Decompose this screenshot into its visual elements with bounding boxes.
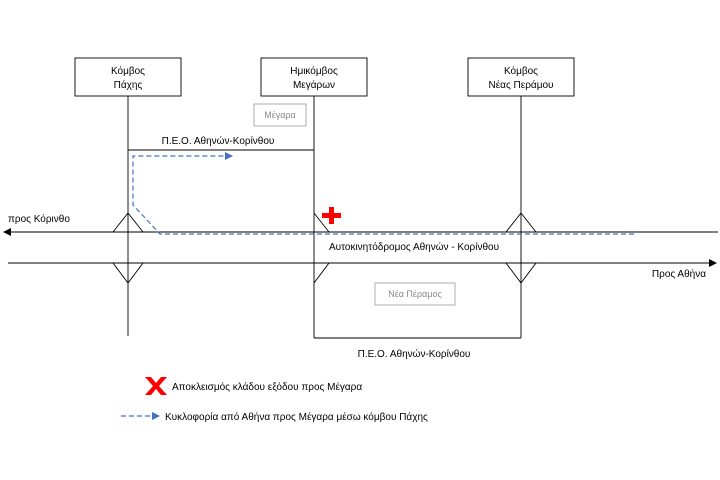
peo-top-label: Π.Ε.Ο. Αθηνών-Κορίνθου bbox=[162, 135, 275, 147]
ramps-megara bbox=[313, 212, 330, 284]
peo-bottom-label: Π.Ε.Ο. Αθηνών-Κορίνθου bbox=[358, 348, 471, 360]
legend-closure: Αποκλεισμός κλάδου εξόδου προς Μέγαρα bbox=[145, 377, 362, 395]
red-cross-icon bbox=[145, 377, 167, 395]
detour-route bbox=[132, 152, 634, 235]
closure-mark-icon bbox=[322, 207, 341, 224]
direction-to-corinth: προς Κόρινθο bbox=[8, 213, 70, 225]
legend-detour: Κυκλοφορία από Αθήνα προς Μέγαρα μέσω κό… bbox=[121, 411, 428, 423]
legend-detour-label: Κυκλοφορία από Αθήνα προς Μέγαρα μέσω κό… bbox=[165, 411, 428, 423]
ramps-pachi bbox=[112, 212, 144, 284]
node-megara-line1: Ημικόμβος bbox=[290, 65, 338, 77]
ramps-nea-peramos bbox=[505, 212, 537, 284]
node-megara-half: Ημικόμβος Μεγάρων bbox=[260, 57, 368, 97]
town-nea-peramos-box: Νέα Πέραμος bbox=[374, 282, 456, 306]
direction-to-athens: Προς Αθήνα bbox=[652, 268, 706, 280]
node-megara-line2: Μεγάρων bbox=[293, 79, 335, 91]
motorway-label: Αυτοκινητόδρομος Αθηνών - Κορίνθου bbox=[329, 241, 499, 253]
node-pachi: Κόμβος Πάχης bbox=[74, 57, 182, 97]
town-nea-peramos-label: Νέα Πέραμος bbox=[388, 289, 442, 299]
node-nea-peramos: Κόμβος Νέας Περάμου bbox=[467, 57, 575, 97]
node-pachi-line1: Κόμβος bbox=[111, 65, 145, 77]
node-pachi-line2: Πάχης bbox=[114, 79, 143, 91]
town-megara-label: Μέγαρα bbox=[264, 110, 296, 120]
node-nea-peramos-line1: Κόμβος bbox=[504, 65, 538, 77]
node-nea-peramos-line2: Νέας Περάμου bbox=[489, 79, 554, 91]
legend-closure-label: Αποκλεισμός κλάδου εξόδου προς Μέγαρα bbox=[172, 381, 362, 393]
town-megara-box: Μέγαρα bbox=[253, 103, 307, 127]
